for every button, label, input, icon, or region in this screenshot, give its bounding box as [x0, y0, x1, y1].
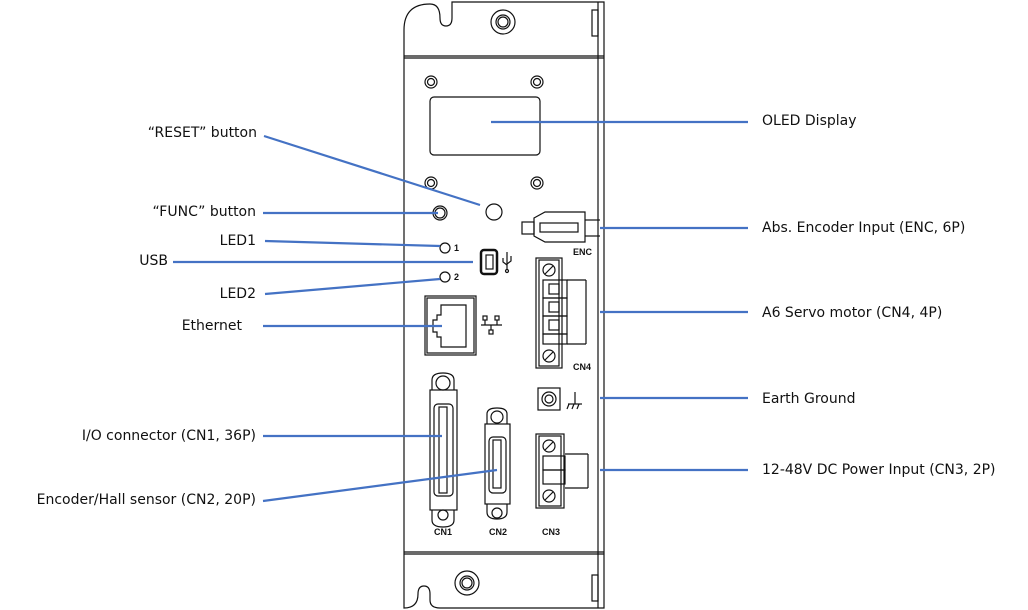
reset-button[interactable] — [485, 203, 503, 221]
led1-silk: 1 — [454, 243, 459, 253]
cn3-silk: CN3 — [542, 527, 560, 537]
label-reset-button: “RESET” button — [147, 125, 257, 141]
oled-screws — [424, 75, 544, 190]
usb-port[interactable] — [479, 248, 499, 276]
label-earth: Earth Ground — [762, 391, 856, 407]
leader-led2 — [264, 277, 441, 296]
label-func-button: “FUNC” button — [152, 204, 256, 220]
network-icon — [481, 315, 502, 335]
mount-hole-top — [490, 9, 516, 35]
earth-ground-icon — [566, 392, 582, 410]
label-oled: OLED Display — [762, 113, 857, 129]
leader-led1 — [264, 239, 441, 248]
label-ethernet: Ethernet — [181, 318, 242, 334]
cn2-connector[interactable] — [484, 407, 511, 520]
oled-display — [429, 96, 541, 156]
cn4-silk: CN4 — [573, 362, 591, 372]
cn2-silk: CN2 — [489, 527, 507, 537]
enc-connector[interactable] — [521, 211, 600, 243]
label-led2: LED2 — [219, 286, 256, 302]
cn1-silk: CN1 — [434, 527, 452, 537]
leader-reset — [263, 134, 481, 207]
label-cn3: 12-48V DC Power Input (CN3, 2P) — [762, 462, 996, 478]
label-usb: USB — [139, 253, 168, 269]
led2 — [439, 271, 451, 283]
housing-outline — [403, 1, 605, 609]
led1 — [439, 242, 451, 254]
label-cn2: Encoder/Hall sensor (CN2, 20P) — [36, 492, 256, 508]
leader-cn2 — [262, 468, 498, 503]
label-cn1: I/O connector (CN1, 36P) — [81, 428, 256, 444]
label-enc: Abs. Encoder Input (ENC, 6P) — [762, 220, 966, 236]
led2-silk: 2 — [454, 272, 459, 282]
usb-icon — [502, 252, 512, 274]
cn3-terminal[interactable] — [535, 433, 589, 509]
mount-hole-bottom — [454, 570, 480, 596]
label-cn4: A6 Servo motor (CN4, 4P) — [762, 305, 943, 321]
cn1-connector[interactable] — [429, 372, 458, 528]
cn4-terminal[interactable] — [535, 257, 587, 369]
earth-ground-screw[interactable] — [537, 387, 561, 411]
enc-silk: ENC — [573, 247, 593, 257]
label-led1: LED1 — [219, 233, 256, 249]
